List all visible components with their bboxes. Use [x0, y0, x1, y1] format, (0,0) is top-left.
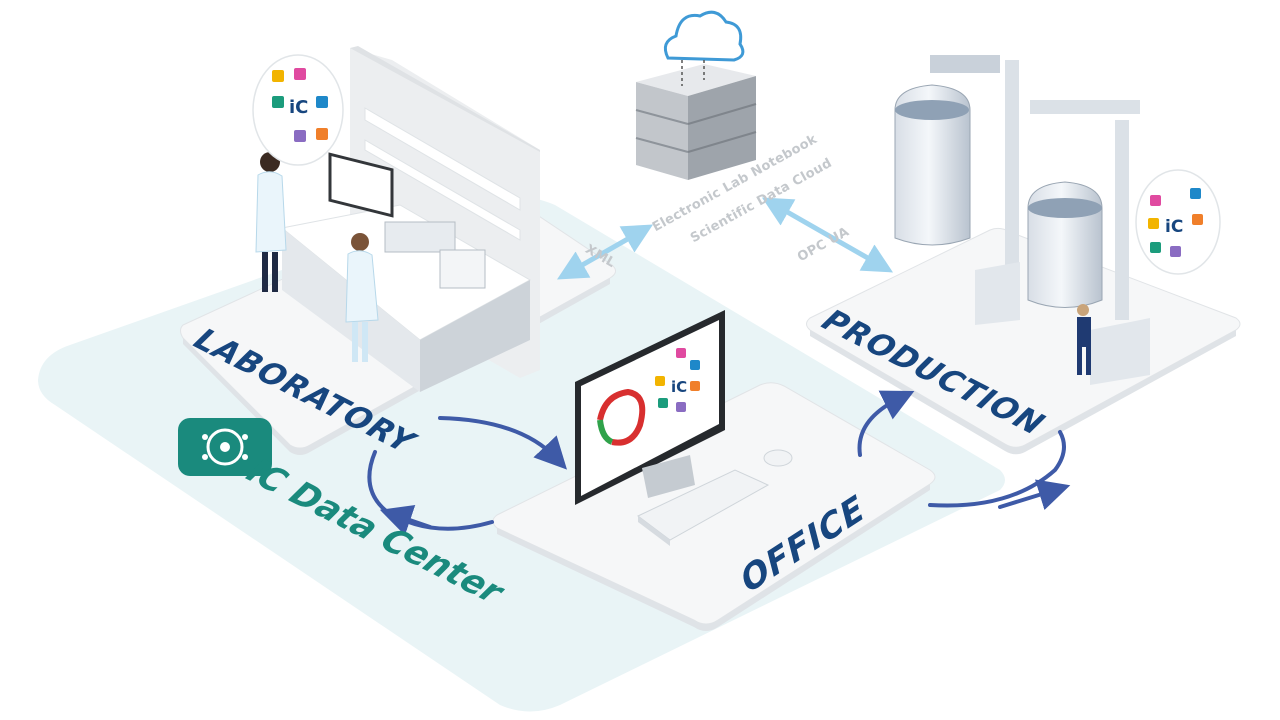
reactor-tank-icon [894, 55, 1150, 385]
worker-icon [1077, 304, 1091, 375]
lab-bench-icon [280, 46, 540, 392]
ic-app-bubble-icon: iC [252, 54, 344, 166]
cycle-arrows-lab-office [367, 416, 568, 536]
cloud-icon [663, 10, 745, 62]
production-platform [806, 227, 1241, 455]
ic-app-bubble-icon: iC [1135, 169, 1221, 275]
keyboard-icon [637, 469, 770, 546]
computer-monitor-icon: iC [575, 310, 725, 505]
cycle-arrows-office-production [857, 390, 1071, 511]
xml-transfer-arrow [556, 224, 654, 280]
production-app-brand: iC [1165, 217, 1183, 237]
server-stack-icon [635, 60, 757, 180]
office-app-brand: iC [671, 378, 687, 396]
scientist-icon [345, 233, 379, 362]
mouse-icon [763, 449, 793, 467]
lab-app-brand: iC [289, 97, 308, 118]
data-center-icon [178, 418, 272, 476]
opc-ua-transfer-arrow [761, 197, 894, 273]
